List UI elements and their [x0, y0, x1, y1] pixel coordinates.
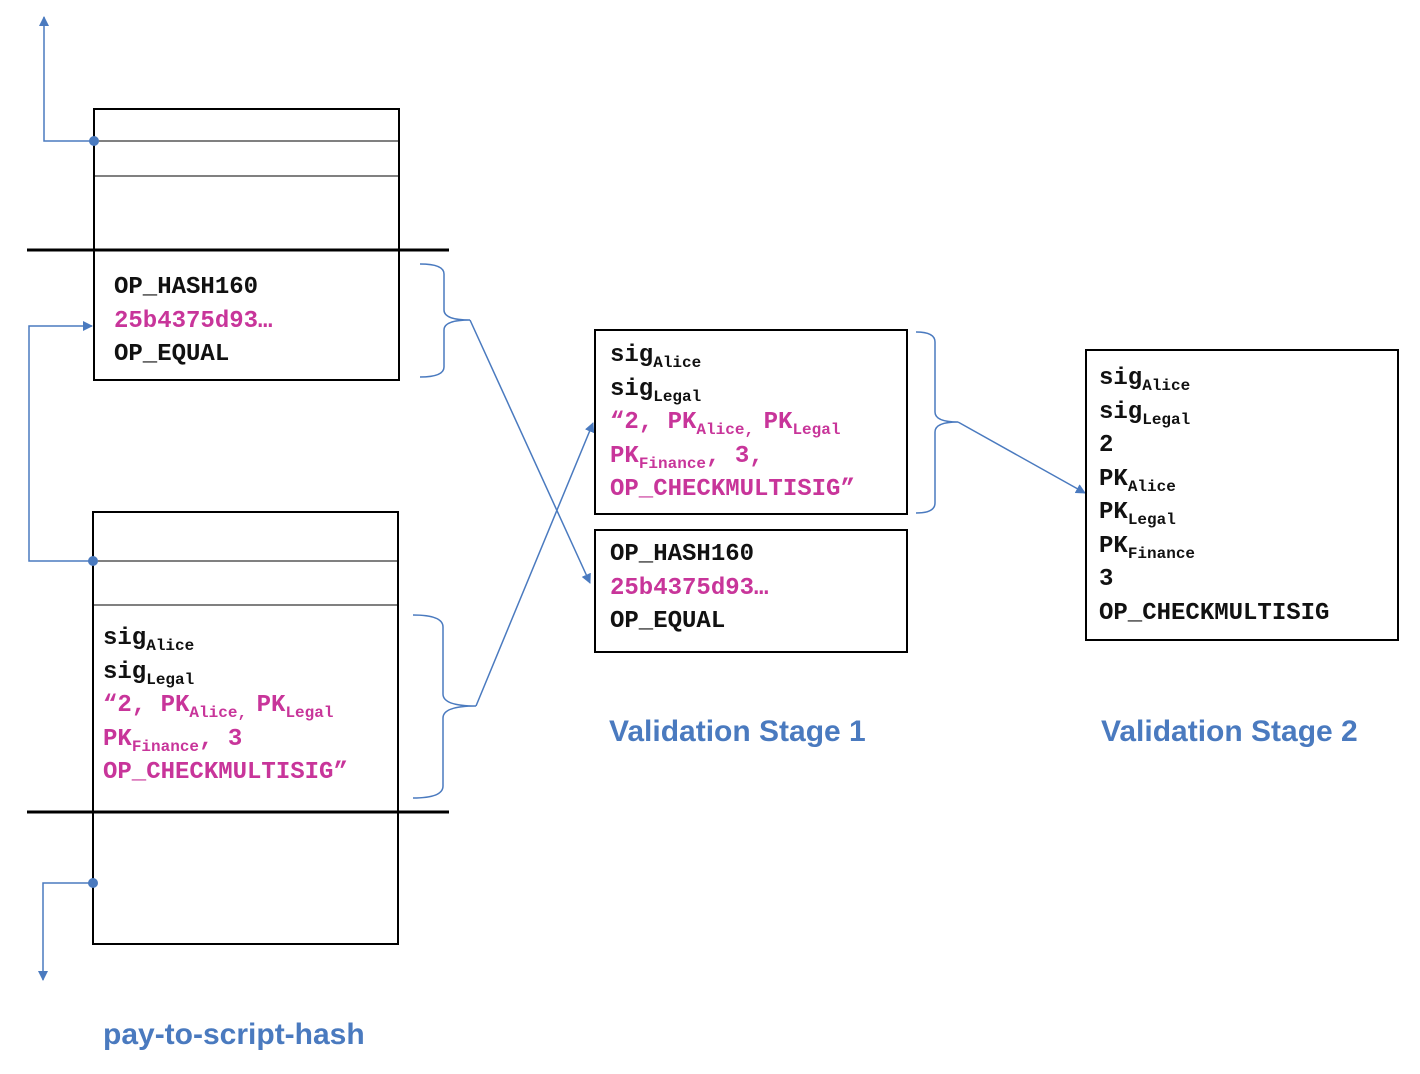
stage2-op-checkmultisig: OP_CHECKMULTISIG: [1099, 599, 1330, 627]
stage2-pk-finance: PKFinance: [1099, 532, 1196, 563]
stage-boxes: [594, 329, 1399, 653]
validation-stage-2-label: Validation Stage 2: [1101, 715, 1358, 748]
stage2-sig-legal: sigLegal: [1099, 398, 1191, 429]
stage1-op-hash160: OP_HASH160: [610, 541, 755, 568]
sig-alice: sigAlice: [103, 625, 195, 655]
stage2-n: 3: [1099, 566, 1114, 593]
output-script: OP_HASH160 25b4375d93… OP_EQUAL: [114, 271, 272, 372]
input-script: sigAlice sigLegal “2, PKAlice, PKLegal P…: [103, 622, 348, 790]
transaction-block-bottom: [92, 511, 399, 945]
script-hash: 25b4375d93…: [114, 307, 273, 335]
stage2-pk-alice: PKAlice: [1099, 465, 1176, 496]
stage2-stack: sigAlice sigLegal 2 PKAlice PKLegal PKFi…: [1099, 362, 1329, 630]
stage1-script-hash: 25b4375d93…: [610, 574, 769, 602]
stage1-redeem-line-3: OP_CHECKMULTISIG”: [610, 476, 855, 503]
stage1-sig-alice: sigAlice: [610, 342, 702, 372]
chain-links: [28, 16, 94, 981]
redeem-line-3: OP_CHECKMULTISIG”: [103, 759, 348, 786]
stage1-op-equal: OP_EQUAL: [610, 608, 726, 635]
op-equal: OP_EQUAL: [114, 341, 230, 368]
redeem-line-2: PKFinance, 3: [103, 725, 243, 756]
redeem-line-1: “2, PKAlice, PKLegal: [103, 692, 334, 722]
stage2-sig-alice: sigAlice: [1099, 365, 1191, 395]
transaction-block-top: [93, 108, 400, 381]
p2sh-label: pay-to-script-hash: [103, 1018, 365, 1051]
flow-arrows: [469, 319, 1086, 707]
validation-stage-1-label: Validation Stage 1: [609, 715, 866, 748]
stage2-m: 2: [1099, 432, 1114, 459]
stage1-sig-legal: sigLegal: [610, 375, 702, 406]
stage1-output: OP_HASH160 25b4375d93… OP_EQUAL: [610, 538, 768, 639]
sig-legal: sigLegal: [103, 658, 195, 689]
stage1-redeem-line-2: PKFinance, 3,: [610, 442, 764, 473]
stage1-redeem-line-1: “2, PKAlice, PKLegal: [610, 409, 841, 439]
op-hash160: OP_HASH160: [114, 274, 259, 301]
stage2-pk-legal: PKLegal: [1099, 499, 1176, 529]
link-dots: [88, 136, 99, 888]
stage1-input: sigAlice sigLegal “2, PKAlice, PKLegal P…: [610, 339, 855, 507]
